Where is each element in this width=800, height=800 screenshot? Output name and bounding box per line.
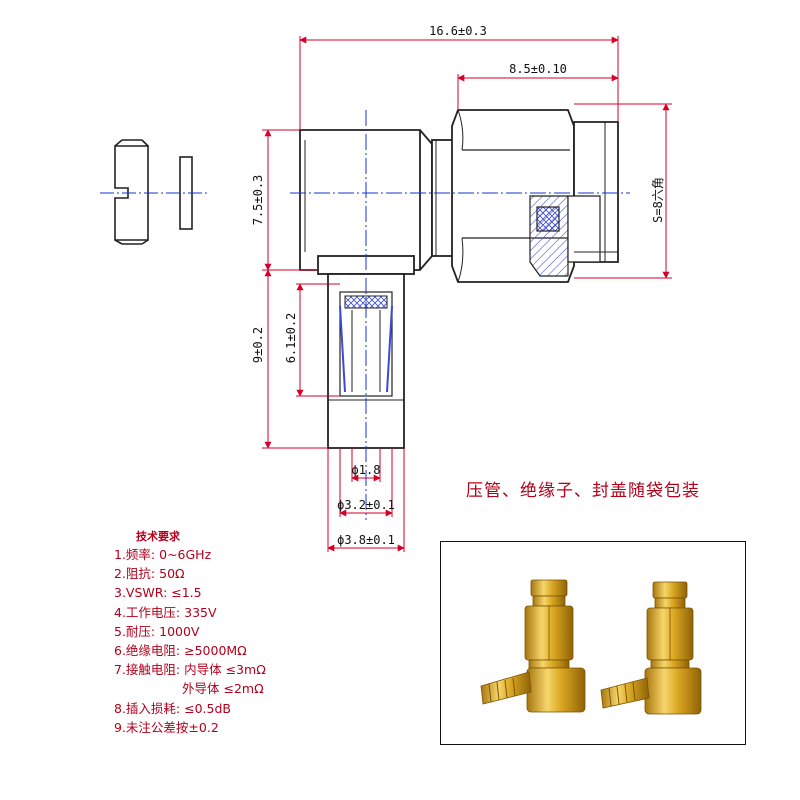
dim-plug-length: 8.5±0.10 — [509, 62, 567, 76]
tech-item-frequency: 1.频率: 0~6GHz — [114, 547, 212, 562]
tech-item-impedance: 2.阻抗: 50Ω — [114, 566, 185, 582]
dim-pin-diameter: ϕ1.8 — [352, 463, 381, 477]
tech-item-working-voltage: 4.工作电压: 335V — [114, 604, 217, 620]
dim-inner-diameter: ϕ3.2±0.1 — [337, 498, 395, 512]
dim-overall-length: 16.6±0.3 — [429, 24, 487, 38]
dim-body-height: 7.5±0.3 — [251, 175, 265, 226]
tech-requirements-title: 技术要求 — [136, 530, 180, 543]
product-photo-illustration — [480, 579, 702, 715]
tech-item-contact-resistance-outer: 外导体 ≤2mΩ — [182, 681, 264, 697]
dim-insert-length: 6.1±0.2 — [284, 313, 298, 364]
dim-ferrule-length: 9±0.2 — [251, 327, 265, 363]
product-photo — [440, 541, 746, 745]
coupling-sleeve — [529, 121, 619, 277]
connector-photo-left — [480, 579, 586, 713]
dim-hex-size: S=8六角 — [651, 177, 665, 223]
tech-item-withstand-voltage: 5.耐压: 1000V — [114, 623, 200, 639]
tech-item-insulation-resistance: 6.绝缘电阻: ≥5000MΩ — [114, 643, 247, 659]
dim-outer-diameter: ϕ3.8±0.1 — [337, 533, 395, 547]
tech-item-contact-resistance: 7.接触电阻: 内导体 ≤3mΩ — [114, 662, 266, 678]
tech-item-insertion-loss: 8.插入损耗: ≤0.5dB — [114, 700, 231, 716]
centerlines — [290, 110, 630, 520]
tech-requirements-list: 1.频率: 0~6GHz 2.阻抗: 50Ω 3.VSWR: ≤1.5 4.工作… — [114, 545, 266, 737]
connector-photo-right — [600, 581, 702, 715]
dimension-lines — [262, 36, 672, 552]
tech-item-tolerance: 9.未注公差按±0.2 — [114, 719, 219, 735]
connector-body — [299, 129, 459, 271]
insulator-side-view — [114, 139, 149, 245]
tech-item-vswr: 3.VSWR: ≤1.5 — [114, 585, 202, 601]
packaging-note: 压管、绝缘子、封盖随袋包装 — [466, 481, 700, 501]
